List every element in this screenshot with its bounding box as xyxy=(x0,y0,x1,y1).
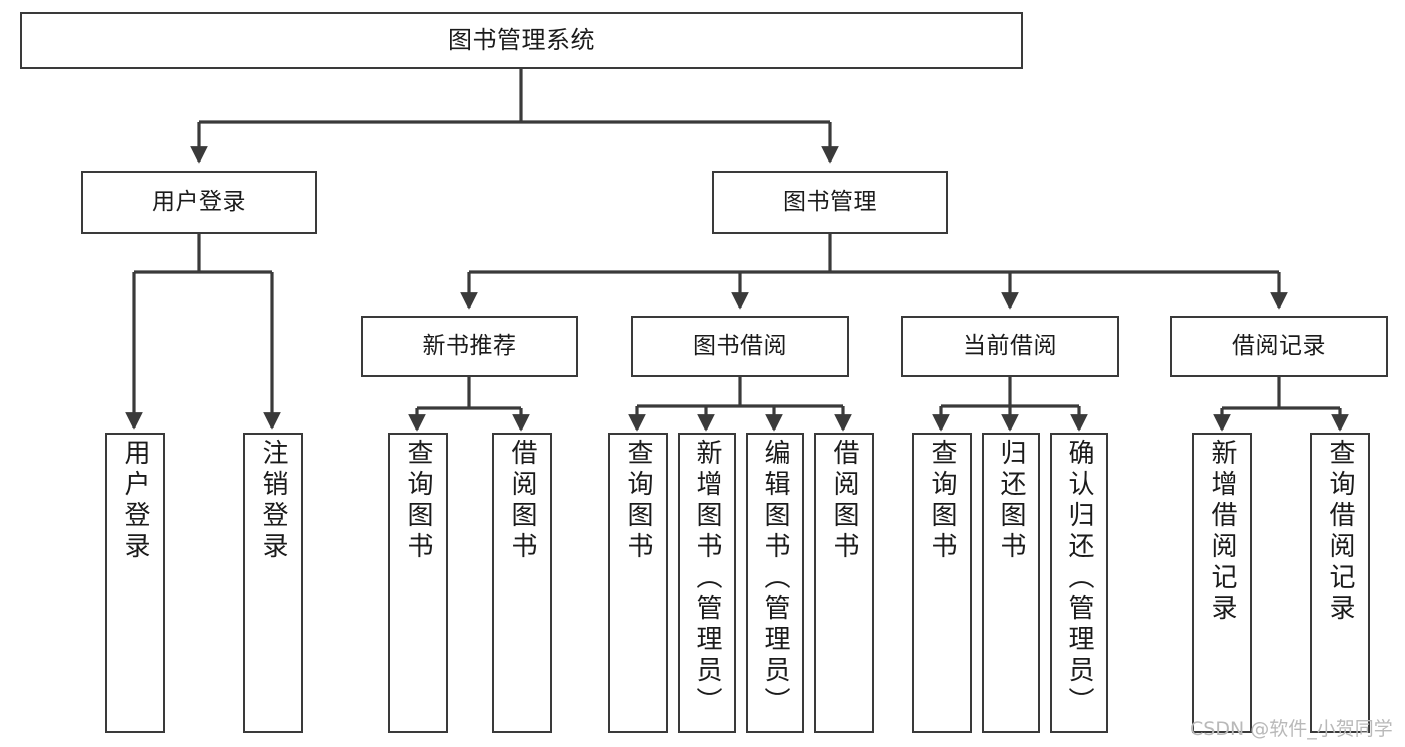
leaf-edit-book-admin[interactable]: 编辑图书（管理员） xyxy=(746,433,804,733)
csdn-watermark: CSDN @软件_小贺同学 xyxy=(1190,718,1393,740)
node-user-login[interactable]: 用户登录 xyxy=(81,171,317,234)
leaf-query-borrow-record[interactable]: 查询借阅记录 xyxy=(1310,433,1370,733)
leaf-query-book-recommend[interactable]: 查询图书 xyxy=(388,433,448,733)
node-label: 借阅图书 xyxy=(829,439,859,563)
leaf-confirm-return-admin[interactable]: 确认归还（管理员） xyxy=(1050,433,1108,733)
node-label: 用户登录 xyxy=(152,189,246,216)
node-label: 编辑图书（管理员） xyxy=(760,439,790,718)
leaf-return-book[interactable]: 归还图书 xyxy=(982,433,1040,733)
node-label: 查询图书 xyxy=(927,439,957,563)
leaf-user-login[interactable]: 用户登录 xyxy=(105,433,165,733)
leaf-query-book-borrow[interactable]: 查询图书 xyxy=(608,433,668,733)
node-label: 确认归还（管理员） xyxy=(1064,439,1094,718)
leaf-logout-login[interactable]: 注销登录 xyxy=(243,433,303,733)
node-current-borrow[interactable]: 当前借阅 xyxy=(901,316,1119,377)
node-label: 查询图书 xyxy=(403,439,433,563)
node-book-manage[interactable]: 图书管理 xyxy=(712,171,948,234)
leaf-borrow-book[interactable]: 借阅图书 xyxy=(814,433,874,733)
node-label: 注销登录 xyxy=(258,439,288,563)
node-root-system[interactable]: 图书管理系统 xyxy=(20,12,1023,69)
node-label: 图书管理系统 xyxy=(448,25,595,54)
leaf-borrow-book-recommend[interactable]: 借阅图书 xyxy=(492,433,552,733)
node-label: 用户登录 xyxy=(120,439,150,563)
node-label: 查询图书 xyxy=(623,439,653,563)
node-label: 当前借阅 xyxy=(963,333,1057,360)
node-borrow-record[interactable]: 借阅记录 xyxy=(1170,316,1388,377)
node-label: 归还图书 xyxy=(996,439,1026,563)
node-label: 新增借阅记录 xyxy=(1207,439,1237,625)
node-book-borrow[interactable]: 图书借阅 xyxy=(631,316,849,377)
node-label: 借阅记录 xyxy=(1232,333,1326,360)
leaf-add-borrow-record[interactable]: 新增借阅记录 xyxy=(1192,433,1252,733)
node-label: 图书管理 xyxy=(783,189,877,216)
leaf-add-book-admin[interactable]: 新增图书（管理员） xyxy=(678,433,736,733)
node-label: 查询借阅记录 xyxy=(1325,439,1355,625)
leaf-query-book-current[interactable]: 查询图书 xyxy=(912,433,972,733)
node-label: 借阅图书 xyxy=(507,439,537,563)
node-label: 新增图书（管理员） xyxy=(692,439,722,718)
node-label: 图书借阅 xyxy=(693,333,787,360)
node-new-book-recommend[interactable]: 新书推荐 xyxy=(361,316,578,377)
node-label: 新书推荐 xyxy=(422,333,517,360)
